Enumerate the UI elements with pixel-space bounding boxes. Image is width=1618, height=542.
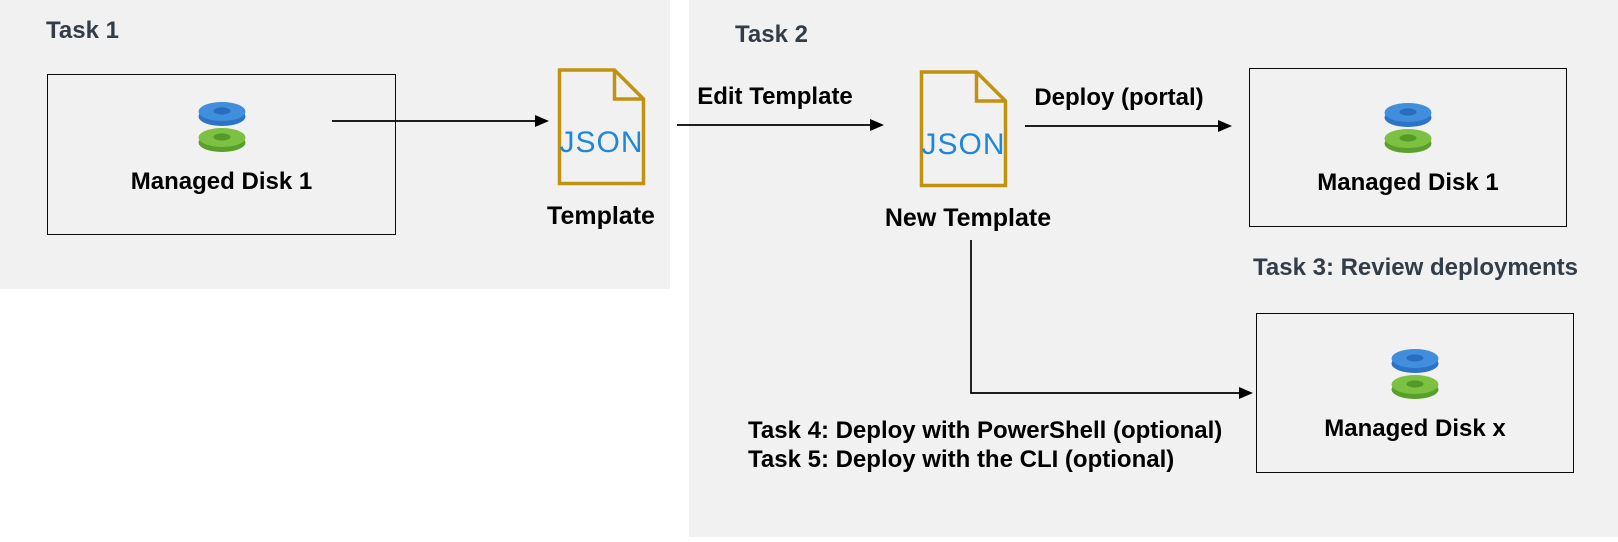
managed-disk-icon (1384, 103, 1432, 153)
task2-heading: Task 2 (735, 21, 808, 48)
managed-disk-icon (1391, 349, 1439, 399)
deployed-disk-label: Managed Disk 1 (1317, 169, 1499, 196)
json-document-icon: JSON (557, 68, 646, 186)
json-document-icon: JSON (919, 70, 1008, 188)
managed-disk-1-box: Managed Disk 1 (47, 74, 396, 235)
new-template-caption: New Template (884, 204, 1052, 232)
deployed-disk-box: Managed Disk 1 (1249, 68, 1567, 227)
optional-disk-box: Managed Disk x (1256, 313, 1574, 473)
task5-label: Task 5: Deploy with the CLI (optional) (748, 446, 1175, 473)
optional-tasks-block: Task 4: Deploy with PowerShell (optional… (748, 416, 1222, 474)
optional-disk-label: Managed Disk x (1324, 415, 1506, 442)
template-caption: Template (547, 202, 655, 230)
task1-heading: Task 1 (46, 17, 119, 44)
task4-label: Task 4: Deploy with PowerShell (optional… (748, 417, 1223, 444)
managed-disk-icon (198, 102, 245, 152)
json-doc-text: JSON (921, 128, 1005, 161)
json-doc-text: JSON (559, 126, 643, 159)
managed-disk-1-label: Managed Disk 1 (130, 168, 313, 195)
deploy-portal-label: Deploy (portal) (1034, 84, 1204, 111)
edit-template-label: Edit Template (697, 83, 853, 110)
task3-heading: Task 3: Review deployments (1253, 254, 1579, 281)
